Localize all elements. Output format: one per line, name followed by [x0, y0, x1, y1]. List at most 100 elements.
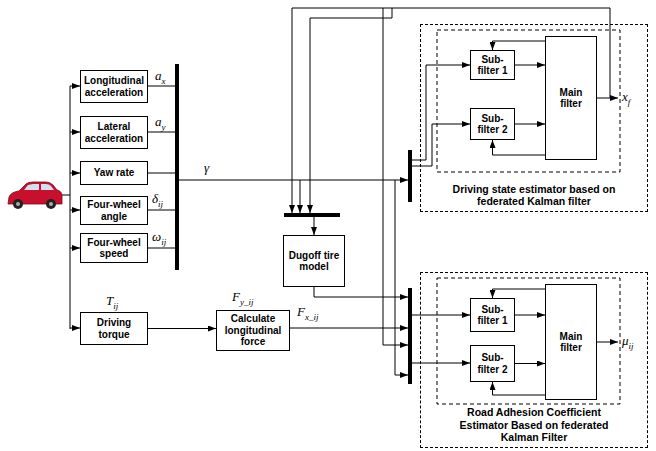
- flow-arrow: [493, 41, 546, 50]
- label-subscript: f: [628, 97, 631, 107]
- signal-label: ωij: [152, 230, 166, 247]
- box-label: Sub-filter 1: [473, 304, 512, 327]
- car-illustration: [49, 202, 53, 206]
- label-subscript: x_ij: [305, 312, 319, 322]
- flow-arrow: [515, 363, 545, 364]
- signal-wire: [148, 173, 175, 174]
- label-base: γ: [204, 160, 209, 175]
- signal-label: xf: [622, 90, 630, 107]
- label-base: ω: [152, 229, 161, 244]
- signal-label: Tij: [106, 294, 118, 311]
- signal-label: ay: [155, 115, 166, 132]
- signal-label: Fx_ij: [297, 305, 318, 322]
- signal-wire: [70, 86, 80, 87]
- bus-bar: [408, 288, 412, 384]
- box-label: Main filter: [548, 331, 594, 354]
- flow-arrow: [493, 289, 546, 298]
- signal-label: γ: [204, 161, 209, 175]
- signal-wire: [70, 210, 80, 211]
- box-label: Yaw rate: [94, 167, 135, 179]
- label-subscript: x: [162, 76, 166, 86]
- signal-wire: [62, 195, 70, 196]
- car-illustration: [16, 202, 20, 206]
- label-base: δ: [152, 191, 158, 206]
- signal-wire: [290, 328, 408, 329]
- label-base: T: [106, 293, 113, 308]
- filter-box: Main filter: [545, 284, 597, 400]
- filter-box: Sub-filter 2: [470, 108, 515, 140]
- label-subscript: y_ij: [240, 297, 254, 307]
- process-box: Longitudinal acceleration: [80, 70, 148, 103]
- flow-arrow: [515, 65, 545, 66]
- signal-label: ax: [155, 69, 166, 86]
- bus-bar: [408, 150, 412, 202]
- filter-box: Sub-filter 1: [470, 298, 515, 332]
- box-label: Sub-filter 2: [473, 352, 512, 375]
- process-box: Driving torque: [80, 312, 148, 345]
- box-label: Sub-filter 2: [473, 113, 512, 136]
- signal-wire: [70, 328, 80, 329]
- signal-wire: [148, 210, 175, 211]
- label-subscript: ij: [158, 199, 163, 209]
- signal-wire: [314, 217, 315, 235]
- inner-dashed-frame: [437, 30, 620, 172]
- signal-wire: [70, 248, 80, 249]
- label-subscript: ij: [113, 301, 118, 311]
- flow-arrow: [148, 328, 216, 329]
- estimator-region: Driving state estimator based on federat…: [420, 24, 648, 212]
- label-subscript: ij: [629, 341, 634, 351]
- box-label: Calculate longitudinal force: [219, 313, 287, 348]
- region-caption: Road Adhesion Coefficient Estimator Base…: [444, 406, 624, 444]
- inner-dashed-frame: [437, 278, 620, 404]
- estimator-region: Road Adhesion Coefficient Estimator Base…: [420, 272, 648, 448]
- box-label: Longitudinal acceleration: [83, 75, 145, 98]
- process-box: Lateral acceleration: [80, 116, 148, 149]
- car-illustration: [24, 184, 39, 190]
- box-label: Lateral acceleration: [83, 121, 145, 144]
- signal-wire: [70, 173, 80, 174]
- label-base: x: [622, 89, 628, 104]
- signal-label: Fy_ij: [232, 290, 253, 307]
- filter-box: Sub-filter 1: [470, 50, 515, 80]
- flow-arrow: [493, 382, 546, 395]
- signal-wire: [292, 8, 610, 213]
- signal-wire: [70, 132, 80, 133]
- signal-wire: [148, 86, 175, 87]
- process-box: Four-wheel angle: [80, 196, 148, 225]
- signal-wire: [70, 86, 71, 329]
- label-base: μ: [622, 333, 629, 348]
- box-label: Main filter: [548, 87, 594, 110]
- signal-wire: [179, 180, 408, 181]
- flow-arrow: [515, 315, 545, 316]
- inner-dashed-frame: [437, 30, 620, 404]
- car-illustration: [41, 184, 54, 190]
- bus-bar: [175, 64, 412, 384]
- signal-wire: [597, 98, 618, 99]
- box-label: Four-wheel speed: [83, 237, 145, 260]
- signal-wire: [597, 342, 618, 343]
- signal-wire: [310, 8, 392, 213]
- car-illustration: [13, 199, 23, 209]
- flow-arrow: [515, 124, 545, 125]
- region-caption: Driving state estimator based on federat…: [432, 183, 637, 208]
- box-label: Sub-filter 1: [473, 54, 512, 77]
- box-label: Four-wheel angle: [83, 199, 145, 222]
- process-box: Yaw rate: [80, 161, 148, 185]
- filter-box: Sub-filter 2: [470, 345, 515, 382]
- process-box: Dugoff tire model: [283, 235, 345, 287]
- car-illustration: [46, 199, 56, 209]
- label-subscript: y: [162, 122, 166, 132]
- label-base: a: [155, 114, 162, 129]
- box-label: Driving torque: [83, 317, 145, 340]
- signal-label: μij: [622, 334, 634, 351]
- signal-wire: [148, 248, 175, 249]
- filter-box: Main filter: [545, 36, 597, 160]
- bus-bar: [175, 64, 179, 270]
- label-subscript: ij: [161, 237, 166, 247]
- signal-wire: [395, 180, 408, 375]
- signal-wire: [300, 180, 301, 213]
- signal-label: δij: [152, 192, 163, 209]
- label-base: a: [155, 68, 162, 83]
- bus-bar: [284, 213, 340, 217]
